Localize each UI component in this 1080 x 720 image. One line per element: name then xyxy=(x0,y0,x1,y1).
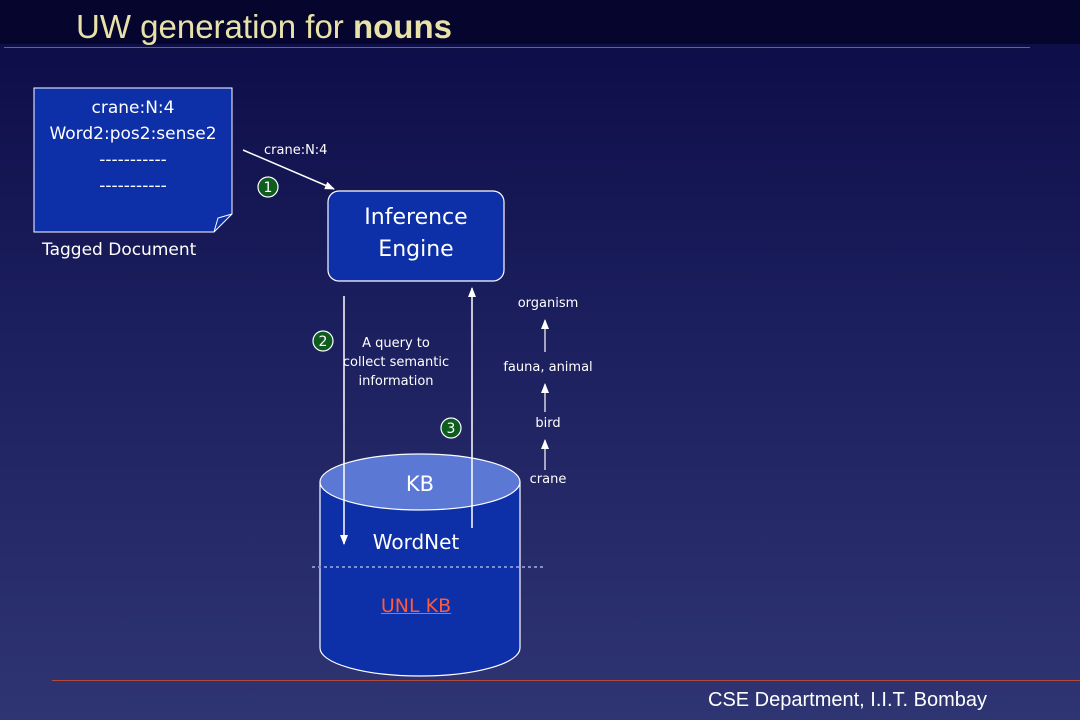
tagged-document-shape xyxy=(33,87,233,233)
document-line: crane:N:4 xyxy=(91,98,175,118)
database-cylinder-body xyxy=(319,482,521,677)
tag-arrow-label: crane:N:4 xyxy=(264,143,328,158)
step-2-badge: 2 xyxy=(312,330,334,352)
inference-engine-label: Inference Engine xyxy=(364,205,468,262)
hierarchy-node-bird: bird xyxy=(535,416,561,431)
inference-engine-box[interactable] xyxy=(327,190,505,282)
step-1-badge: 1 xyxy=(257,176,279,198)
unl-kb-link[interactable]: UNL KB xyxy=(380,595,452,617)
slide-title: UW generation for nouns xyxy=(76,8,452,45)
footer-text: CSE Department, I.I.T. Bombay xyxy=(708,689,987,711)
database-cylinder-top xyxy=(319,453,521,511)
document-folded-corner xyxy=(213,213,233,233)
document-line: ----------- xyxy=(99,176,167,196)
wordnet-label: WordNet xyxy=(372,530,460,554)
svg-text:2: 2 xyxy=(319,334,328,350)
footer-rule xyxy=(52,680,1080,681)
document-line: ----------- xyxy=(99,150,167,170)
tagged-document: crane:N:4 Word2:pos2:sense2 ----------- … xyxy=(34,96,232,226)
svg-text:3: 3 xyxy=(447,421,456,437)
document-line: Word2:pos2:sense2 xyxy=(49,124,217,144)
hierarchy-node-animal: fauna, animal xyxy=(503,360,593,375)
step-3-badge: 3 xyxy=(440,417,462,439)
tag-arrow xyxy=(242,149,335,190)
title-rule xyxy=(4,47,1030,48)
svg-text:1: 1 xyxy=(264,180,273,196)
tagged-document-label: Tagged Document xyxy=(42,240,197,260)
hierarchy-node-organism: organism xyxy=(517,296,579,311)
title-band xyxy=(0,0,1080,44)
hierarchy-node-crane: crane xyxy=(529,472,567,487)
kb-label: KB xyxy=(405,472,435,496)
